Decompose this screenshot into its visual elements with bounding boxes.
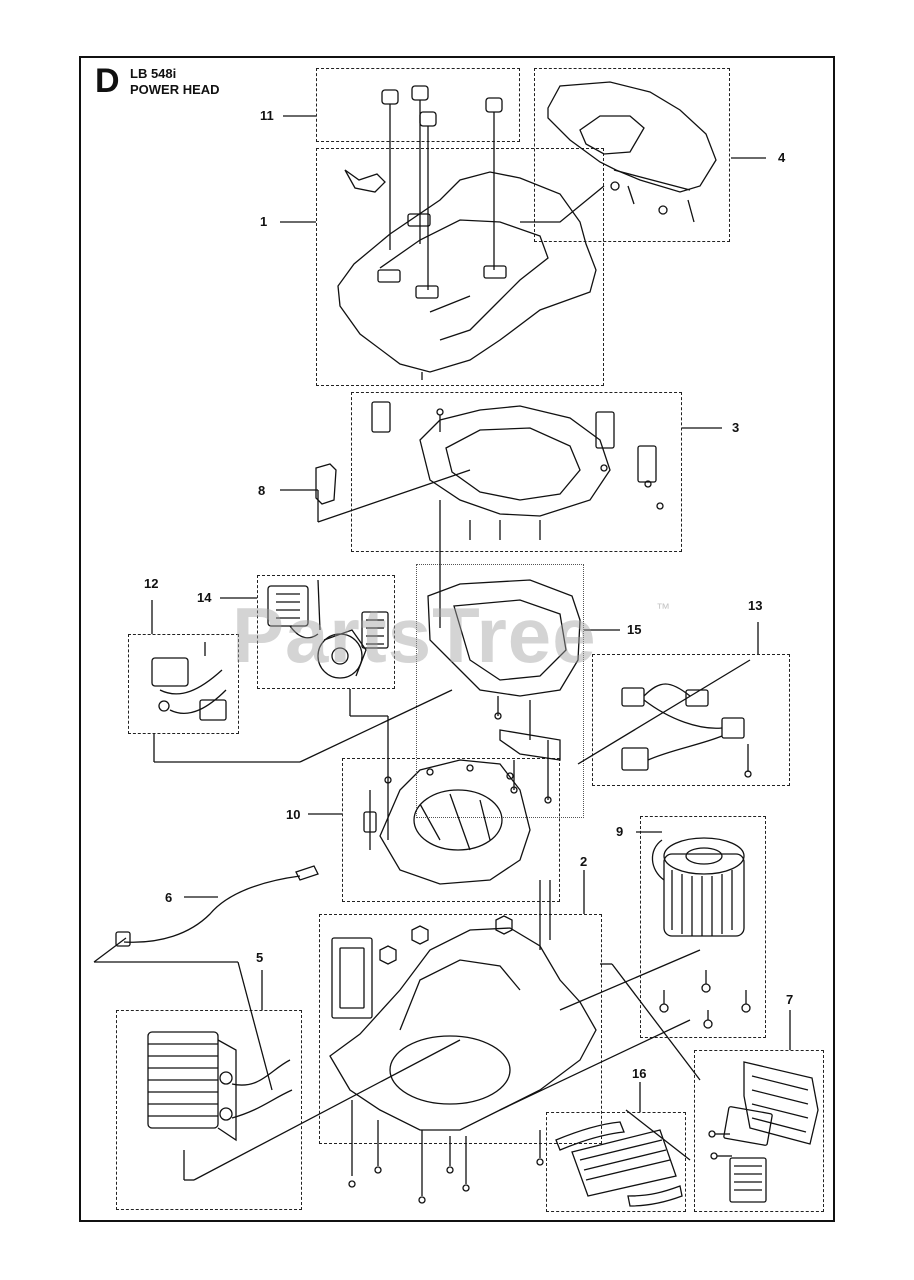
model-name: LB 548i — [130, 66, 177, 81]
callout-11[interactable]: 11 — [260, 108, 274, 123]
electronics-part-12 — [151, 642, 227, 721]
inner-frame-part-15 — [427, 579, 581, 804]
filter-part-16 — [536, 1121, 683, 1207]
watermark-trademark: ™ — [656, 600, 670, 616]
section-letter: D — [95, 62, 120, 100]
motor-housing-part-10 — [363, 759, 531, 885]
frame-part-3 — [371, 401, 664, 540]
callout-14[interactable]: 14 — [197, 590, 212, 605]
motor-part-9 — [651, 837, 751, 1029]
harness-part-13 — [621, 683, 752, 778]
box-part-2 — [319, 914, 602, 1144]
watermark: PartsTree — [232, 591, 597, 679]
callout-1[interactable]: 1 — [260, 214, 268, 229]
fan-part-14 — [267, 579, 389, 679]
handle-part-8 — [315, 463, 337, 505]
box-part-9 — [640, 816, 766, 1038]
box-part-3 — [351, 392, 682, 552]
callout-12[interactable]: 12 — [144, 576, 159, 591]
section-title: LB 548i POWER HEAD — [130, 66, 220, 98]
box-part-12 — [128, 634, 239, 734]
leader-lines — [93, 115, 791, 1181]
heatsink-part-5 — [147, 1031, 293, 1142]
box-part-10 — [342, 758, 560, 902]
cable-part-6 — [115, 865, 319, 947]
callout-6[interactable]: 6 — [165, 890, 173, 905]
callout-4[interactable]: 4 — [778, 150, 786, 165]
box-part-11 — [316, 68, 520, 142]
cover-part-4 — [520, 81, 717, 223]
section-subtitle: POWER HEAD — [130, 82, 220, 97]
callout-8[interactable]: 8 — [258, 483, 266, 498]
box-part-14 — [257, 575, 395, 689]
box-part-15 — [416, 564, 584, 818]
callout-10[interactable]: 10 — [286, 807, 301, 822]
callout-13[interactable]: 13 — [748, 598, 763, 613]
box-part-5 — [116, 1010, 302, 1210]
box-part-4 — [534, 68, 730, 242]
housing-part-1 — [337, 169, 597, 380]
callout-5[interactable]: 5 — [256, 950, 264, 965]
box-part-16 — [546, 1112, 686, 1212]
lower-housing-part-2 — [329, 880, 597, 1204]
callout-9[interactable]: 9 — [616, 824, 624, 839]
grille-part-7 — [708, 1061, 819, 1203]
diagram-frame — [79, 56, 835, 1222]
callout-3[interactable]: 3 — [732, 420, 740, 435]
callout-15[interactable]: 15 — [627, 622, 642, 637]
callout-16[interactable]: 16 — [632, 1066, 647, 1081]
knobs-part-11 — [381, 85, 503, 290]
box-part-7 — [694, 1050, 824, 1212]
box-part-1 — [316, 148, 604, 386]
callout-7[interactable]: 7 — [786, 992, 794, 1007]
callout-2[interactable]: 2 — [580, 854, 588, 869]
box-part-13 — [592, 654, 790, 786]
